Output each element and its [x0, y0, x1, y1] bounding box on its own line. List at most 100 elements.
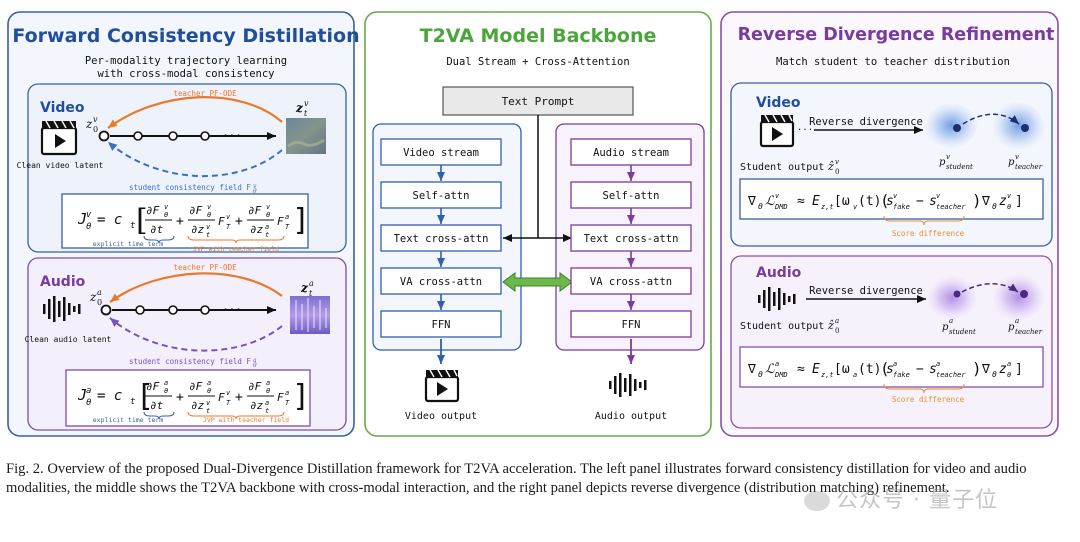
svg-text:): ) — [972, 359, 982, 378]
left-audio-formula: J a θ = c t [ ∂F aθ ∂t + ∂F aθ ∂z vt F v… — [77, 379, 310, 415]
svg-text:+: + — [176, 390, 184, 405]
svg-text:a: a — [309, 279, 314, 288]
left-audio-node — [135, 305, 145, 315]
svg-text:a: a — [835, 317, 839, 325]
svg-text:v: v — [206, 399, 211, 407]
svg-text:∂z: ∂z — [250, 223, 264, 236]
svg-text:θ: θ — [1007, 371, 1011, 379]
right-audio-p-teacher: p — [1008, 322, 1015, 333]
svg-text:fake: fake — [893, 203, 910, 211]
svg-text:θ: θ — [164, 211, 168, 219]
svg-text:∇: ∇ — [981, 194, 990, 209]
left-audio-label: Audio — [40, 274, 86, 290]
svg-text:∂F: ∂F — [189, 204, 203, 217]
svg-text:t: t — [206, 231, 210, 239]
svg-text:θ: θ — [207, 387, 211, 395]
svg-text:∇: ∇ — [747, 362, 756, 377]
video-stream-block-label: VA cross-attn — [400, 276, 482, 288]
svg-text:θ: θ — [207, 211, 211, 219]
left-video-formula: J v θ = c t [ ∂F vθ ∂t + ∂F vθ ∂z vt F v… — [77, 203, 310, 239]
left-audio-zt: z — [300, 281, 309, 295]
audio-output-label: Audio output — [595, 411, 667, 422]
svg-text:): ) — [972, 191, 982, 210]
audio-stream-block-label: VA cross-attn — [590, 276, 672, 288]
right-audio-student-output: Student output — [740, 321, 824, 332]
right-audio-student-distribution — [927, 276, 977, 319]
svg-text:∂F: ∂F — [248, 380, 262, 393]
left-audio-student-label: student consistency field F — [129, 357, 251, 366]
svg-text:0: 0 — [97, 298, 102, 307]
svg-text:v: v — [1007, 192, 1012, 200]
video-stream-block-box — [380, 138, 502, 166]
svg-text:θ: θ — [253, 188, 257, 195]
video-output-clapperboard-icon — [424, 369, 460, 403]
video-stream-block-label: Self-attn — [413, 190, 470, 202]
right-panel: Reverse Divergence Refinement Match stud… — [720, 11, 1059, 437]
right-video-label: Video — [756, 95, 801, 111]
left-video-time-term-label: explicit time term — [93, 240, 164, 248]
svg-text:a: a — [164, 379, 168, 387]
svg-text:t: t — [265, 407, 269, 415]
right-audio-p-student: p — [942, 322, 949, 333]
right-panel-title: Reverse Divergence Refinement — [738, 25, 1055, 45]
svg-text:student: student — [949, 328, 976, 336]
clapperboard-icon — [40, 120, 78, 156]
right-video-score-brace — [883, 215, 965, 226]
svg-text:fake: fake — [893, 371, 910, 379]
middle-panel-title: T2VA Model Backbone — [420, 25, 657, 47]
svg-text:a: a — [775, 360, 779, 368]
svg-text:a: a — [207, 379, 211, 387]
left-video-teacher-arrow — [107, 96, 283, 129]
right-video-formula-box — [739, 178, 1044, 220]
svg-text:v: v — [936, 192, 941, 200]
svg-text:−: − — [916, 194, 924, 209]
right-video-arrow-label: Reverse divergence — [809, 116, 923, 128]
svg-text:∇: ∇ — [747, 194, 756, 209]
left-panel-title: Forward Consistency Distillation — [12, 25, 359, 47]
left-video-jvp-label: JVP with teacher field — [193, 245, 279, 253]
svg-text:ℒ: ℒ — [765, 362, 775, 377]
svg-text:a: a — [853, 371, 857, 379]
left-video-node — [200, 131, 210, 141]
svg-text:s: s — [929, 362, 937, 377]
svg-text:v: v — [206, 223, 211, 231]
svg-text:s: s — [886, 194, 894, 209]
svg-text:a: a — [253, 357, 257, 364]
svg-text:v: v — [86, 210, 92, 220]
right-video-student-distribution — [925, 103, 978, 148]
svg-text:DMD: DMD — [774, 371, 788, 379]
left-video-node — [98, 130, 110, 142]
video-stream-block-label: Text cross-attn — [394, 233, 489, 245]
svg-text:teacher: teacher — [1015, 163, 1043, 171]
svg-text:a: a — [265, 399, 269, 407]
right-video-p-student: p — [939, 157, 946, 168]
left-video-latent-caption: Clean video latent — [17, 161, 104, 170]
svg-text:t: t — [265, 231, 269, 239]
video-stream-block-box — [380, 310, 502, 338]
right-audio-score-label: Score difference — [892, 395, 965, 404]
svg-text:T: T — [285, 399, 290, 407]
left-video-jvp-brace — [187, 235, 285, 244]
left-audio-node — [100, 304, 112, 316]
svg-text:(: ( — [880, 359, 890, 378]
svg-text:v: v — [207, 203, 212, 211]
svg-text:v: v — [226, 389, 231, 397]
svg-text:t: t — [130, 397, 135, 407]
svg-text:a: a — [265, 223, 269, 231]
left-video-student-arrow — [107, 141, 283, 178]
svg-text:≈: ≈ — [797, 362, 805, 377]
left-audio-jvp-brace — [187, 411, 285, 420]
svg-text:−: − — [916, 362, 924, 377]
svg-text:θ: θ — [164, 387, 168, 395]
svg-text:a: a — [285, 213, 289, 221]
svg-text:(: ( — [880, 191, 890, 210]
left-panel-subtitle-1: Per-modality trajectory learning — [85, 55, 287, 67]
svg-text:]: ] — [1015, 194, 1023, 209]
svg-text:T: T — [285, 223, 290, 231]
svg-text:θ: θ — [992, 370, 997, 379]
svg-text:t: t — [206, 407, 210, 415]
svg-text:F: F — [218, 215, 225, 228]
svg-text:a: a — [1015, 317, 1019, 325]
noisy-video-thumbnail — [286, 118, 326, 154]
svg-text:(t): (t) — [858, 194, 881, 209]
